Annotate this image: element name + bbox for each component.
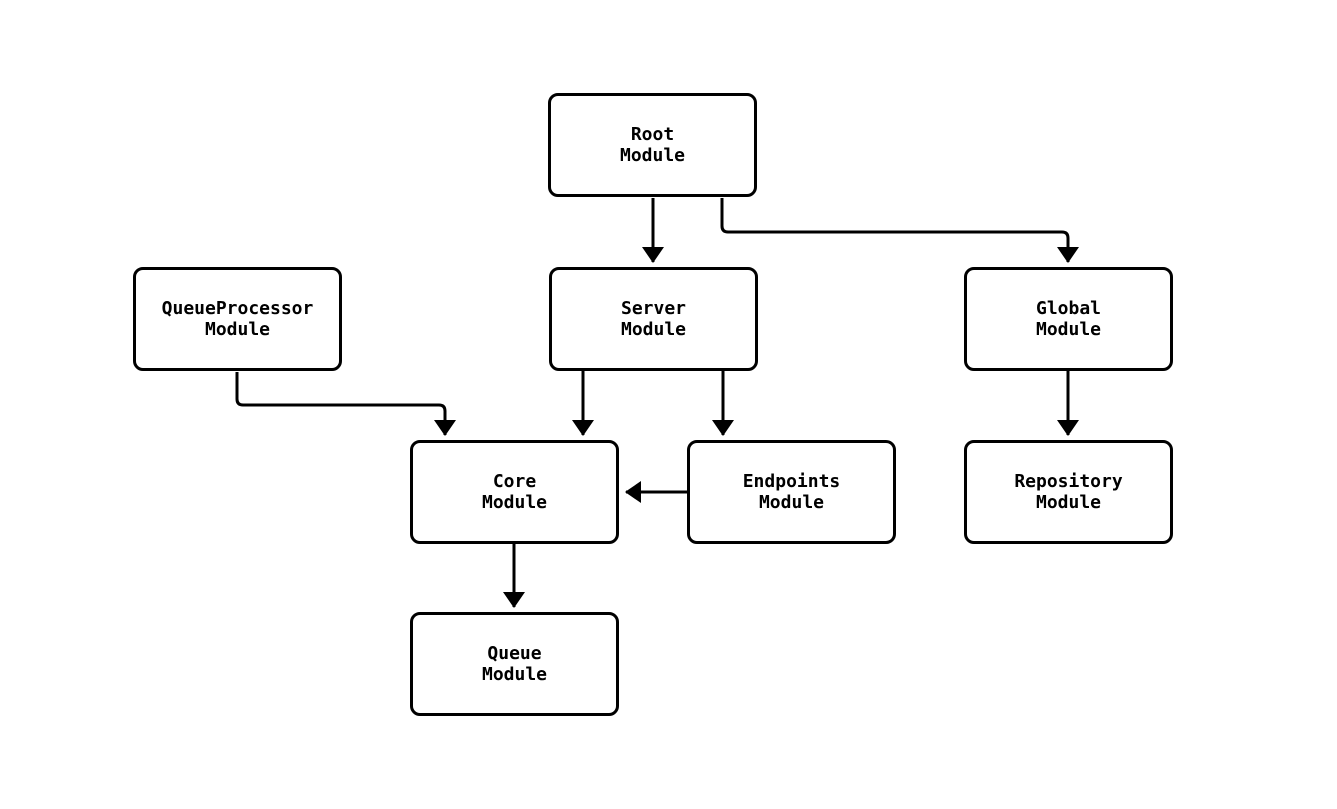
node-core-module-label: Core Module (481, 471, 548, 513)
node-root-module-label: Root Module (619, 124, 686, 166)
node-global-module: Global Module (964, 267, 1173, 371)
edge-queueprocessor-to-core (235, 372, 456, 436)
node-endpoints-module: Endpoints Module (687, 440, 896, 544)
edge-root-to-global (720, 198, 1079, 263)
node-repository-module: Repository Module (964, 440, 1173, 544)
node-endpoints-module-label: Endpoints Module (742, 471, 841, 513)
node-queueprocessor-module: QueueProcessor Module (133, 267, 342, 371)
node-server-module-label: Server Module (620, 298, 687, 340)
node-server-module: Server Module (549, 267, 758, 371)
node-global-module-label: Global Module (1035, 298, 1102, 340)
node-root-module: Root Module (548, 93, 757, 197)
node-repository-module-label: Repository Module (1014, 471, 1123, 513)
node-core-module: Core Module (410, 440, 619, 544)
node-queueprocessor-module-label: QueueProcessor Module (161, 298, 314, 340)
node-queue-module-label: Queue Module (481, 643, 548, 685)
node-queue-module: Queue Module (410, 612, 619, 716)
